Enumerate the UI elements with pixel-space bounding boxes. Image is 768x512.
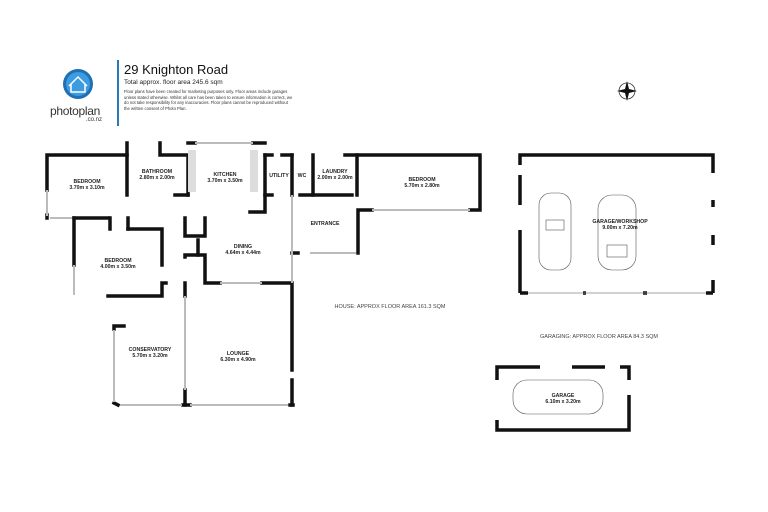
property-title: 29 Knighton Road [124,62,229,77]
kitchen-counter [188,150,196,192]
photoplan-logo-icon [63,69,93,99]
room-label-entrance: ENTRANCE [310,221,340,227]
room-label-wc: WC [297,173,307,179]
house-walls [45,141,482,408]
house-area-note: HOUSE: APPROX FLOOR AREA 161.3 SQM [334,304,446,310]
header-divider [117,60,119,126]
total-floor-area: Total approx. floor area 245.6 sqm [124,79,223,86]
car-icon [597,194,637,271]
garage-walls [495,365,631,432]
car-icon [538,192,572,271]
disclaimer-text: Floor plans have been created for market… [124,89,293,111]
car-icon [512,379,604,415]
logo-domain: .co.nz [86,117,103,123]
house-windows [46,142,470,406]
logo-wordmark: photoplan [50,104,101,118]
kitchen-counter [250,150,258,192]
garaging-area-note: GARAGING: APPROX FLOOR AREA 84.3 SQM [540,334,658,340]
room-label-utility: UTILITY [269,173,289,179]
compass-icon [617,81,637,101]
